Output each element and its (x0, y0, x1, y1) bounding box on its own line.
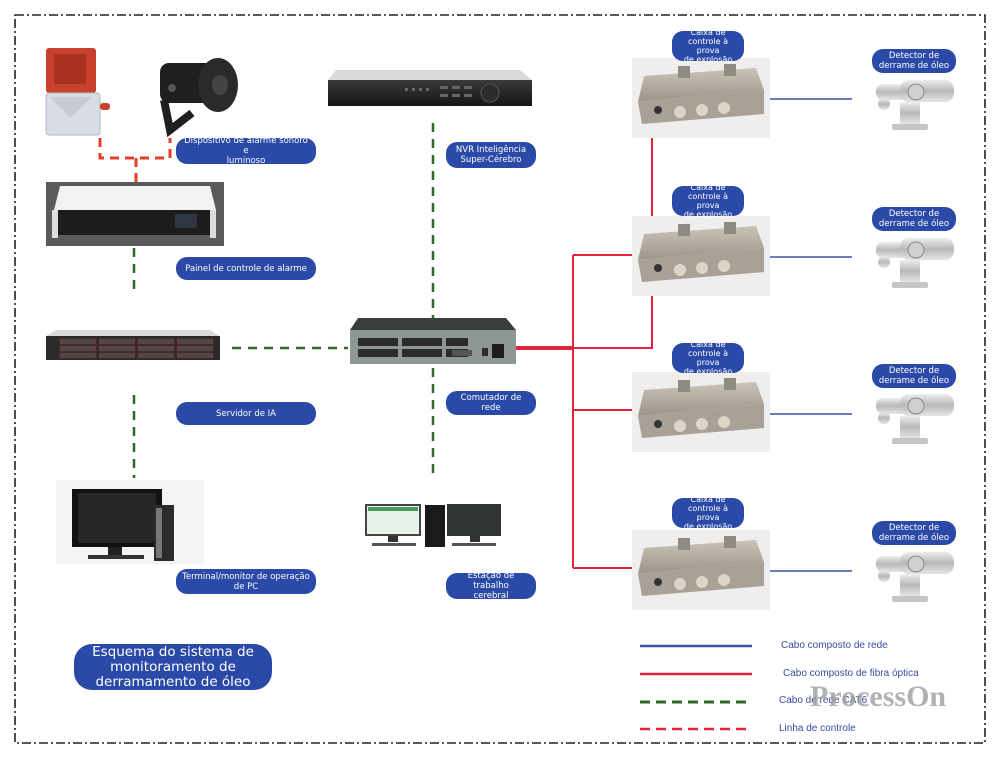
label-line: derrame de óleo (878, 533, 950, 543)
label-text: Painel de controle de alarme (185, 263, 307, 274)
control-box-icon-3 (632, 372, 770, 452)
cat6-lines (132, 123, 435, 480)
alarm-panel-icon (46, 182, 224, 246)
detector-icon-4 (876, 552, 954, 602)
label-line: derrame de óleo (878, 376, 950, 386)
label-line: Detector de (888, 523, 940, 533)
pc-terminal-icon (56, 480, 204, 564)
label-line: de explosão (683, 367, 733, 376)
label-line: Estação de trabalho (467, 571, 515, 591)
label-line: derrame de óleo (878, 219, 950, 229)
strobe-beacon-icon (45, 48, 110, 136)
label-line: de PC (233, 581, 259, 592)
fiber-composite-lines (516, 98, 653, 569)
label-line: de explosão (683, 55, 733, 64)
label-line: Caixa de (690, 183, 726, 192)
legend-swatches (640, 644, 752, 731)
legend-label-control: Linha de controle (779, 723, 856, 734)
label-alarm-panel: Painel de controle de alarme (176, 257, 316, 280)
label-text: Comutador de rede (460, 393, 522, 413)
label-line: de explosão (683, 522, 733, 531)
workstation-icon (365, 504, 501, 547)
detector-icon-2 (876, 238, 954, 288)
legend-label-network: Cabo composto de rede (781, 640, 888, 651)
label-line: derrame de óleo (878, 61, 950, 71)
label-switch: Comutador de rede (446, 391, 536, 415)
detector-icon-1 (876, 80, 954, 130)
detector-icons (876, 80, 954, 602)
label-line: Caixa de (690, 28, 726, 37)
label-text: Servidor de IA (216, 408, 276, 419)
label-line: Detector de (888, 366, 940, 376)
label-line: Super-Cérebro (460, 155, 522, 165)
legend-label-fiber: Cabo composto de fibra óptica (783, 668, 919, 679)
label-line: Detector de (888, 209, 940, 219)
label-line: cerebral (473, 591, 509, 601)
label-line: controle à prova (687, 504, 729, 522)
legend-label-cat6: Cabo de rede CAT6 (779, 695, 868, 706)
nvr-icon (328, 70, 532, 106)
alarm-horn-icon (160, 58, 238, 138)
diagram-frame (14, 14, 986, 744)
control-box-icon-1 (632, 58, 770, 138)
label-line: Caixa de (690, 340, 726, 349)
label-line: Terminal/monitor de operação (182, 571, 310, 582)
label-line: de explosão (683, 210, 733, 219)
title-line: monitoramento de (110, 658, 236, 675)
label-line: NVR Inteligência (455, 145, 527, 155)
label-line: controle à prova (687, 37, 729, 55)
label-line: luminoso (226, 156, 266, 166)
control-box-icon-2 (632, 216, 770, 296)
label-line: Detector de (888, 51, 940, 61)
ai-server-icon (46, 330, 220, 360)
control-box-icon-4 (632, 530, 770, 610)
network-switch-icon (350, 318, 516, 364)
label-ai-server: Servidor de IA (176, 402, 316, 425)
detector-icon-3 (876, 394, 954, 444)
label-line: Dispositivo de alarme sonoro e (184, 136, 308, 156)
title-line: derramamento de óleo (95, 673, 251, 690)
title-line: Esquema do sistema de (92, 643, 254, 660)
watermark: ProcessOn (810, 680, 947, 713)
label-line: controle à prova (687, 192, 729, 210)
control-box-icons (632, 58, 770, 610)
network-composite-lines (770, 98, 852, 572)
label-line: controle à prova (687, 349, 729, 367)
control-line-alarm (98, 138, 172, 182)
label-line: Caixa de (690, 495, 726, 504)
